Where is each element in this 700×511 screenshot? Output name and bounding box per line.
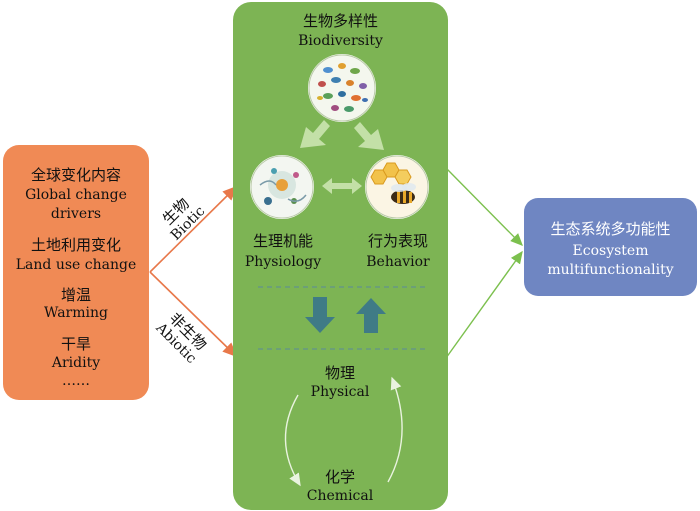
- physical-zh: 物理: [324, 364, 355, 382]
- biotic-arrow: [149, 185, 238, 273]
- upper-outcome-arrow: [445, 167, 523, 246]
- physiology-image: [250, 155, 314, 219]
- physiology-en: Physiology: [244, 254, 322, 270]
- biodiversity-en: Biodiversity: [298, 33, 383, 49]
- drivers-title-en: Global change: [25, 187, 127, 203]
- physical-en: Physical: [310, 384, 370, 400]
- drivers-title-zh: 全球变化内容: [30, 166, 121, 184]
- driver-warming-en: Warming: [44, 305, 108, 321]
- biodiversity-organisms: [308, 54, 376, 122]
- behavior-image: [365, 155, 429, 219]
- up-arrow: [356, 298, 386, 333]
- double-arrow-biodiversity-physiology: [300, 120, 330, 148]
- biodiversity-zh: 生物多样性: [302, 12, 378, 30]
- drivers-title-en2: drivers: [50, 206, 102, 222]
- cycle-arrow-right: [387, 376, 403, 483]
- behavior-en: Behavior: [366, 254, 430, 270]
- drivers-box: [3, 145, 149, 400]
- double-arrow-physiology-behavior: [322, 178, 362, 194]
- chemical-en: Chemical: [306, 488, 374, 504]
- cycle-arrow-left: [284, 394, 301, 487]
- chemical-zh: 化学: [324, 468, 355, 486]
- driver-land-use-zh: 土地利用变化: [30, 236, 121, 254]
- driver-aridity-en: Aridity: [51, 355, 101, 371]
- abiotic-arrow: [149, 271, 238, 358]
- lower-outcome-arrow: [445, 250, 523, 359]
- outcome-zh: 生态系统多功能性: [550, 220, 671, 238]
- driver-land-use-en: Land use change: [15, 257, 137, 273]
- driver-aridity-zh: 干旱: [60, 335, 91, 353]
- physiology-zh: 生理机能: [252, 232, 313, 250]
- bee-honeycomb-icon: [365, 155, 429, 219]
- driver-warming-zh: 增温: [60, 286, 91, 304]
- double-arrow-biodiversity-behavior: [354, 122, 384, 150]
- biodiversity-image: [308, 54, 376, 122]
- behavior-zh: 行为表现: [367, 232, 428, 250]
- outcome-en2: multifunctionality: [547, 262, 674, 278]
- drivers-ellipsis: ……: [62, 373, 90, 389]
- cell-icon: [250, 155, 314, 219]
- outcome-box: [524, 198, 697, 296]
- outcome-en: Ecosystem: [572, 243, 649, 259]
- down-arrow: [305, 297, 335, 333]
